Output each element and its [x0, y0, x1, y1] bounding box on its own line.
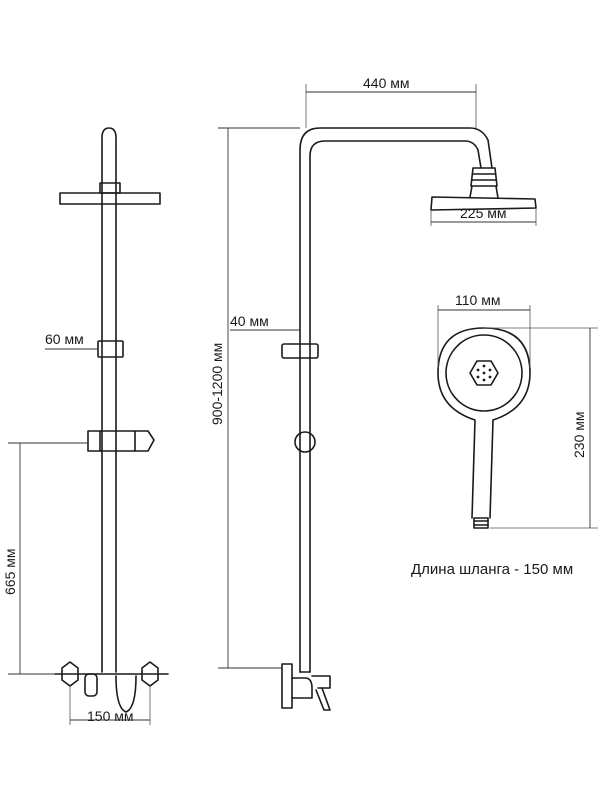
dim-mixer-height: 665 мм — [2, 549, 18, 596]
dim-rod-height: 900-1200 мм — [209, 343, 225, 425]
nozzle-holes — [476, 364, 492, 382]
side-mixer-body — [291, 677, 313, 699]
front-handle — [115, 675, 137, 713]
side-rod — [299, 127, 493, 673]
front-spout — [84, 673, 98, 697]
dim-head-diameter: 225 мм — [460, 205, 507, 221]
front-shower-head — [59, 192, 161, 205]
front-head-connector — [99, 182, 121, 194]
side-wall-plate — [281, 663, 293, 709]
side-knob — [294, 431, 316, 453]
dim-hand-head: 110 мм — [455, 292, 500, 308]
front-hand-holder — [87, 430, 155, 452]
side-handle — [315, 687, 331, 711]
side-view: 440 мм 225 мм 900-1200 мм 40 мм — [209, 75, 537, 711]
front-rod — [101, 127, 117, 673]
dim-hand-length: 230 мм — [571, 412, 587, 459]
hand-shower-nozzle — [469, 360, 499, 386]
side-mixer-lever — [311, 675, 331, 689]
hand-hose-fitting — [473, 517, 489, 529]
front-view: 60 мм 665 мм 150 мм — [2, 127, 169, 725]
front-left-nut — [61, 661, 79, 687]
side-slide-holder — [281, 343, 319, 359]
front-right-nut — [141, 661, 159, 687]
dim-top-width: 440 мм — [363, 75, 410, 91]
dim-holder-left: 60 мм — [45, 331, 84, 347]
hose-length-note: Длина шланга - 150 мм — [411, 561, 573, 578]
dim-mixer-spacing: 150 мм — [87, 708, 134, 724]
hand-shower-face — [445, 334, 523, 412]
hand-shower-body — [437, 327, 531, 519]
side-head-connector — [470, 167, 498, 187]
dim-rod-diameter: 40 мм — [230, 313, 269, 329]
hand-shower-view: 110 мм 230 мм Длина шланга - 150 мм — [411, 292, 598, 578]
